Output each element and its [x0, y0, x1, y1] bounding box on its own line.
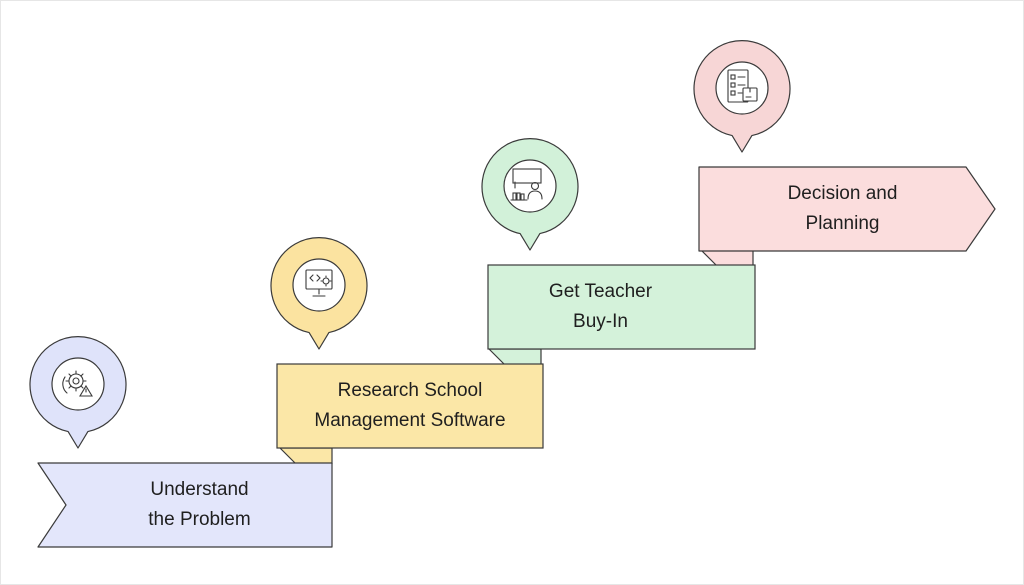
- step-banner-teacher: [487, 264, 756, 350]
- gear-warning-icon: [62, 370, 93, 397]
- step-label-line2: the Problem: [148, 509, 251, 530]
- step-label-line1: Get Teacher: [548, 281, 653, 302]
- pin-icon-circle: [503, 159, 557, 213]
- step-label-line2: Management Software: [314, 410, 506, 431]
- step-label-understand: Understand the Problem: [67, 463, 332, 547]
- step-label-line2: Planning: [805, 213, 880, 234]
- teacher-icon: [510, 168, 543, 201]
- step-banner-research: [276, 363, 544, 449]
- pin-teacher: [481, 138, 579, 251]
- pin-decision: [693, 40, 791, 153]
- connector-fold-2: [488, 348, 542, 366]
- step-label-line1: Understand: [150, 479, 249, 500]
- step-banner-decision: [698, 166, 996, 252]
- checklist-icon: [727, 69, 758, 103]
- connector-fold-1: [279, 447, 333, 465]
- pin-research: [270, 237, 368, 350]
- step-label-line1: Research School: [337, 380, 483, 401]
- step-label-research: Research School Management Software: [277, 364, 543, 448]
- pin-understand: [29, 336, 127, 449]
- step-label-line2: Buy-In: [573, 311, 628, 332]
- step-label-line1: Decision and: [787, 183, 898, 204]
- pin-icon-circle: [292, 258, 346, 312]
- pin-icon-circle: [51, 357, 105, 411]
- step-banner-understand: [37, 462, 333, 548]
- step-label-decision: Decision and Planning: [699, 167, 986, 251]
- step-label-teacher: Get Teacher Buy-In: [488, 265, 713, 349]
- code-monitor-icon: [305, 269, 333, 297]
- connector-fold-3: [700, 249, 754, 267]
